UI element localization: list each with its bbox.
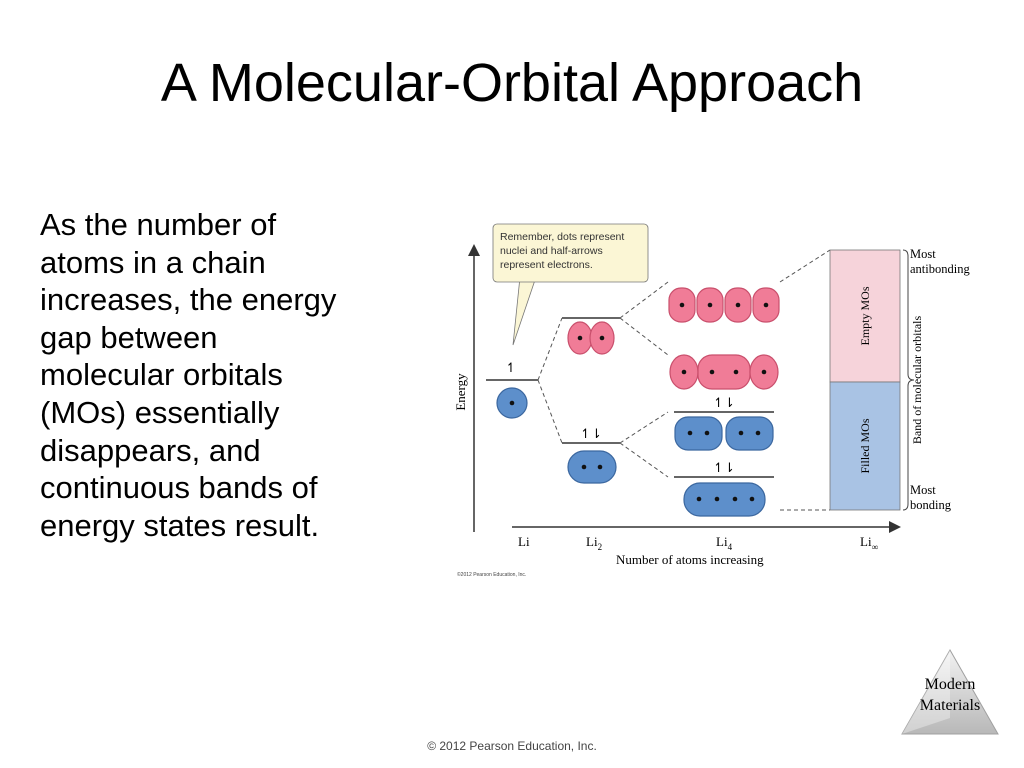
li4-antibonding-orbital-lower bbox=[669, 354, 779, 390]
most-bonding-label: bonding bbox=[910, 498, 952, 512]
x-label-li2: Li2 bbox=[586, 534, 602, 552]
li-nucleus bbox=[509, 400, 515, 406]
body-line: (MOs) essentially bbox=[40, 394, 280, 430]
body-text: As the number of atoms in a chain increa… bbox=[40, 206, 435, 544]
section-badge-line: Modern bbox=[924, 676, 976, 693]
body-line: energy states result. bbox=[40, 507, 320, 543]
section-badge-line: Materials bbox=[919, 697, 981, 714]
most-bonding-label: Most bbox=[910, 483, 936, 497]
band-bracket-label: Band of molecular orbitals bbox=[910, 316, 924, 445]
body-line: As the number of bbox=[40, 207, 277, 242]
body-line: gap between bbox=[40, 319, 218, 355]
li4-bonding-orbital-lower bbox=[683, 482, 766, 517]
slide-title: A Molecular-Orbital Approach bbox=[160, 53, 864, 113]
empty-mo-label: Empty MOs bbox=[858, 286, 872, 345]
li4-electron-pair-lower: ↿⇂ bbox=[713, 460, 735, 475]
x-label-li4: Li4 bbox=[716, 534, 733, 552]
footer-copyright: © 2012 Pearson Education, Inc. bbox=[427, 739, 597, 753]
body-line: continuous bands of bbox=[40, 470, 318, 506]
mo-energy-diagram: Energy Remember, dots represent nuclei a… bbox=[453, 223, 970, 578]
filled-mo-label: Filled MOs bbox=[858, 418, 872, 473]
x-label-li: Li bbox=[518, 534, 530, 549]
correlation-lines bbox=[537, 249, 831, 511]
triangle-badge-icon bbox=[901, 648, 999, 735]
body-line: increases, the energy bbox=[40, 282, 337, 318]
empty-mo-band bbox=[829, 249, 901, 383]
li2-bonding-orbital bbox=[567, 450, 617, 484]
li-electron: ↿ bbox=[506, 360, 517, 375]
figure-copyright: ©2012 Pearson Education, Inc. bbox=[457, 571, 526, 578]
li4-antibonding-orbital-upper bbox=[668, 287, 780, 323]
section-badge: Modern Materials bbox=[894, 674, 1006, 716]
callout-line: nuclei and half-arrows bbox=[500, 245, 603, 257]
li2-electron-pair: ↿⇂ bbox=[580, 426, 602, 441]
band-bracket bbox=[902, 249, 915, 511]
body-line: disappears, and bbox=[40, 432, 261, 468]
body-line: atoms in a chain bbox=[40, 244, 266, 280]
li4-bonding-orbital-upper bbox=[674, 416, 774, 451]
body-line: molecular orbitals bbox=[40, 357, 283, 393]
most-antibonding-label: antibonding bbox=[910, 262, 970, 276]
li2-antibonding-orbital bbox=[567, 321, 615, 355]
filled-mo-band bbox=[829, 381, 901, 511]
callout-pointer bbox=[512, 276, 537, 346]
callout-box bbox=[492, 223, 649, 283]
most-antibonding-label: Most bbox=[910, 247, 936, 261]
li4-electron-pair-upper: ↿⇂ bbox=[713, 395, 735, 410]
energy-axis-label: Energy bbox=[453, 373, 468, 411]
x-label-li-infinity: Li∞ bbox=[860, 534, 878, 552]
callout-line: Remember, dots represent bbox=[500, 231, 624, 243]
callout-line: represent electrons. bbox=[500, 259, 593, 271]
x-axis-label: Number of atoms increasing bbox=[616, 552, 764, 567]
